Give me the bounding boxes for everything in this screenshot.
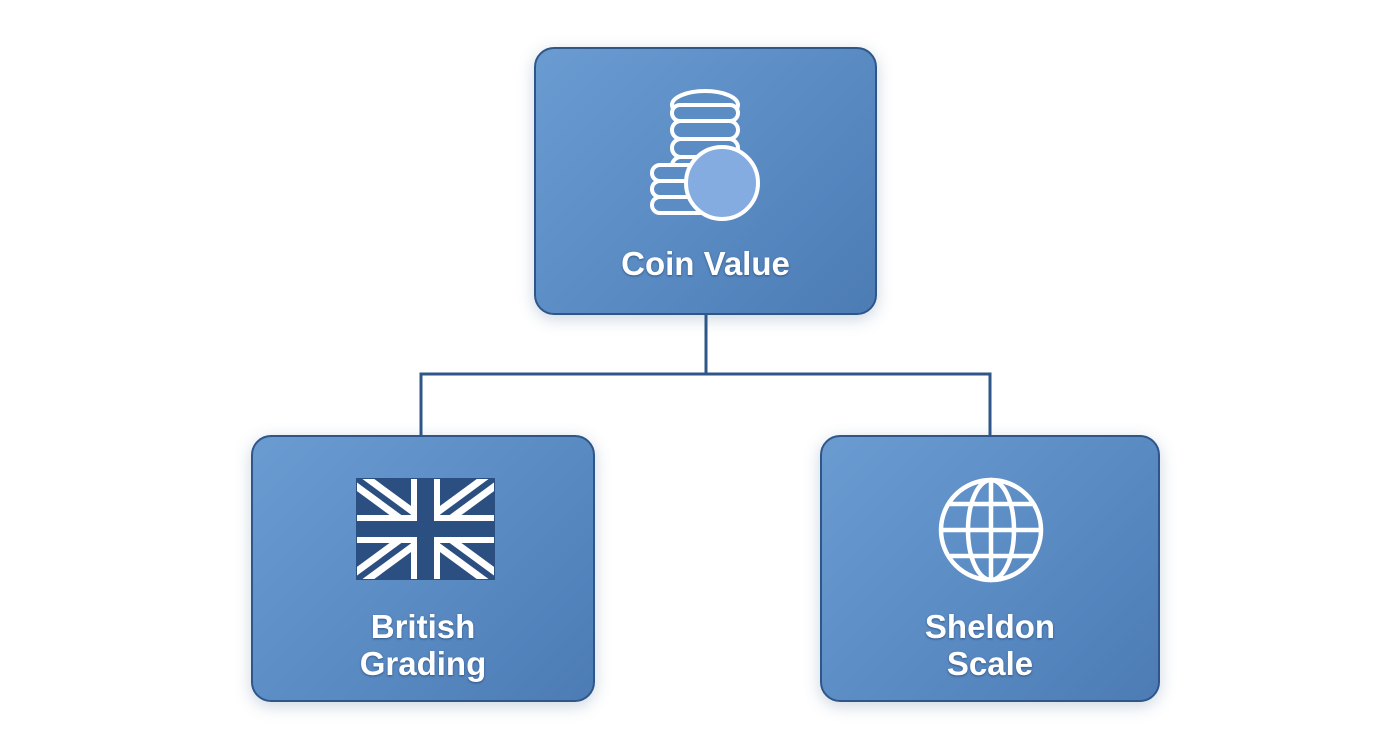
node-british-grading[interactable]: British Grading — [251, 435, 595, 702]
node-label-coin-value: Coin Value — [621, 245, 790, 282]
union-jack-flag-icon — [356, 478, 495, 580]
node-label-british-grading: British Grading — [253, 608, 593, 682]
node-label-sheldon-scale: Sheldon Scale — [822, 608, 1158, 682]
node-sheldon-scale[interactable]: Sheldon Scale — [820, 435, 1160, 702]
label-line-grading: Grading — [359, 645, 487, 682]
coin-stack-icon — [650, 89, 760, 221]
label-line-british: British — [370, 608, 476, 645]
globe-icon — [938, 477, 1044, 583]
label-line-sheldon: Sheldon — [924, 608, 1056, 645]
node-coin-value[interactable]: Coin Value — [534, 47, 877, 315]
label-line-scale: Scale — [946, 645, 1034, 682]
